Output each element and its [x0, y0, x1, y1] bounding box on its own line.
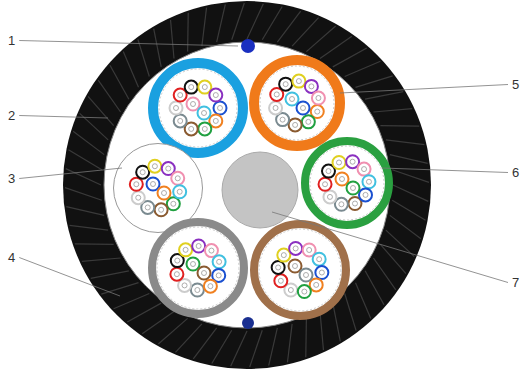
- optical-fiber: [312, 92, 325, 105]
- optical-fiber: [136, 166, 149, 179]
- optical-fiber: [187, 258, 200, 271]
- optical-fiber: [286, 93, 299, 106]
- optical-fiber: [297, 102, 310, 115]
- callout-number: 4: [8, 251, 15, 264]
- optical-fiber: [323, 190, 336, 203]
- optical-fiber: [289, 242, 302, 255]
- optical-fiber: [167, 197, 180, 210]
- optical-fiber: [130, 178, 143, 191]
- leader-line: [19, 168, 122, 179]
- loose-tube: [153, 63, 243, 153]
- leader-line: [340, 85, 508, 94]
- loose-tube: [254, 60, 340, 146]
- optical-fiber: [279, 78, 292, 91]
- optical-fiber: [277, 249, 290, 262]
- optical-fiber: [173, 185, 186, 198]
- optical-fiber: [333, 156, 346, 169]
- optical-fiber: [191, 283, 204, 296]
- loose-tube: [305, 141, 389, 225]
- optical-fiber: [198, 107, 211, 120]
- optical-fiber: [132, 191, 145, 204]
- optical-fiber: [315, 266, 328, 279]
- optical-fiber: [170, 268, 183, 281]
- optical-fiber: [147, 178, 160, 191]
- ripcord: [242, 317, 254, 329]
- optical-fiber: [274, 274, 287, 287]
- optical-fiber: [272, 261, 285, 274]
- inner-core: [104, 42, 390, 328]
- optical-fiber: [289, 260, 302, 273]
- optical-fiber: [187, 98, 200, 111]
- optical-fiber: [269, 101, 282, 114]
- optical-fiber: [148, 160, 161, 173]
- leader-line: [382, 168, 508, 173]
- optical-fiber: [292, 75, 305, 88]
- optical-fiber: [300, 269, 313, 282]
- optical-fiber: [298, 285, 311, 298]
- leader-line: [272, 212, 508, 283]
- optical-fiber: [185, 81, 198, 94]
- optical-fiber: [302, 115, 315, 128]
- leader-line: [19, 258, 120, 297]
- callout-number: 6: [512, 166, 519, 179]
- optical-fiber: [276, 113, 289, 126]
- optical-fiber: [362, 175, 375, 188]
- optical-fiber: [358, 163, 371, 176]
- callout-number: 2: [8, 109, 15, 122]
- optical-fiber: [198, 267, 211, 280]
- optical-fiber: [174, 114, 187, 127]
- optical-fiber: [289, 118, 302, 131]
- leader-line: [19, 41, 238, 47]
- optical-fiber: [336, 173, 349, 186]
- optical-fiber: [305, 80, 318, 93]
- optical-fiber: [198, 122, 211, 135]
- optical-fiber: [347, 182, 360, 195]
- optical-fiber: [204, 280, 217, 293]
- callout-number: 1: [8, 34, 15, 47]
- optical-fiber: [313, 253, 326, 266]
- optical-fiber: [359, 188, 372, 201]
- jacket-texture: [65, 3, 429, 367]
- loose-tube: [254, 224, 346, 316]
- optical-fiber: [310, 278, 323, 291]
- callout-number: 5: [512, 78, 519, 91]
- callout-number: 3: [8, 172, 15, 185]
- optical-fiber: [192, 240, 205, 253]
- callout-number: 7: [512, 276, 519, 289]
- optical-fiber: [214, 102, 227, 115]
- optical-fiber: [155, 203, 168, 216]
- optical-fiber: [170, 102, 183, 115]
- optical-fiber: [319, 178, 332, 191]
- loose-tube: [152, 222, 244, 314]
- ripcord: [241, 39, 255, 53]
- leader-lines: [19, 41, 508, 297]
- optical-fiber: [213, 255, 226, 268]
- outer-jacket: [63, 1, 431, 369]
- optical-fiber: [158, 187, 171, 200]
- optical-fiber: [171, 172, 184, 185]
- leader-line: [19, 116, 108, 119]
- optical-fiber: [179, 243, 192, 256]
- optical-fiber: [209, 89, 222, 102]
